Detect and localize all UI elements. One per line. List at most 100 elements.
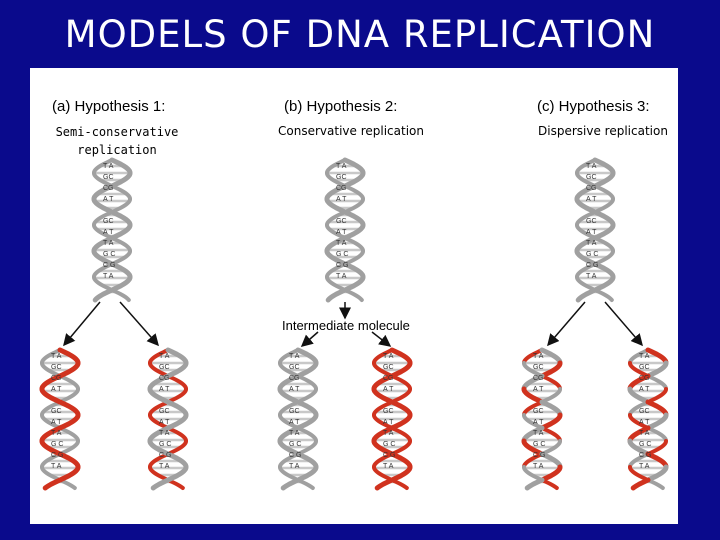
svg-text:A T: A T [103, 229, 114, 236]
svg-text:A T: A T [51, 419, 62, 426]
svg-text:CG: CG [336, 185, 347, 192]
svg-text:T A: T A [336, 240, 347, 247]
hypothesis-2-subtitle: Conservative replication [262, 122, 440, 140]
intermediate-molecule-label: Intermediate molecule [282, 318, 410, 333]
hypothesis-3-heading: (c) Hypothesis 3: [537, 98, 650, 115]
svg-text:A T: A T [336, 196, 347, 203]
svg-text:GC: GC [586, 174, 597, 181]
svg-text:GC: GC [159, 364, 170, 371]
svg-text:CG: CG [383, 375, 394, 382]
svg-text:CG: CG [103, 185, 114, 192]
svg-text:GC: GC [383, 364, 394, 371]
svg-text:GC: GC [289, 408, 300, 415]
svg-text:T A: T A [289, 430, 300, 437]
svg-text:T A: T A [383, 353, 394, 360]
svg-text:A T: A T [586, 229, 597, 236]
arrow-3-right [605, 302, 642, 345]
svg-text:A T: A T [383, 419, 394, 426]
svg-text:T A: T A [586, 273, 597, 280]
svg-text:T A: T A [586, 240, 597, 247]
svg-text:GC: GC [103, 174, 114, 181]
svg-text:G C: G C [586, 251, 598, 258]
svg-text:T A: T A [383, 463, 394, 470]
svg-text:GC: GC [639, 364, 650, 371]
svg-text:GC: GC [51, 364, 62, 371]
svg-text:GC: GC [103, 218, 114, 225]
svg-text:C G: C G [639, 452, 651, 459]
svg-text:GC: GC [159, 408, 170, 415]
hypothesis-1-heading: (a) Hypothesis 1: [52, 98, 165, 115]
arrow-3-left [548, 302, 585, 345]
svg-text:T A: T A [159, 463, 170, 470]
svg-text:T A: T A [103, 240, 114, 247]
svg-text:CG: CG [289, 375, 300, 382]
svg-text:T A: T A [159, 353, 170, 360]
svg-text:T A: T A [103, 163, 114, 170]
svg-text:A T: A T [639, 386, 650, 393]
svg-text:C G: C G [159, 452, 171, 459]
svg-text:T A: T A [103, 273, 114, 280]
svg-text:G C: G C [289, 441, 301, 448]
svg-text:T A: T A [336, 163, 347, 170]
svg-text:GC: GC [336, 174, 347, 181]
svg-text:GC: GC [533, 364, 544, 371]
svg-text:A T: A T [639, 419, 650, 426]
arrow-1-right [120, 302, 158, 345]
arrow-1-left [64, 302, 100, 345]
svg-text:GC: GC [383, 408, 394, 415]
svg-text:T A: T A [51, 430, 62, 437]
arrow-2-left [302, 332, 318, 346]
svg-text:T A: T A [159, 430, 170, 437]
svg-text:CG: CG [159, 375, 170, 382]
svg-text:T A: T A [289, 463, 300, 470]
svg-text:C G: C G [586, 262, 598, 269]
svg-text:T A: T A [51, 463, 62, 470]
svg-text:A T: A T [533, 386, 544, 393]
svg-text:T A: T A [639, 430, 650, 437]
svg-text:C G: C G [289, 452, 301, 459]
svg-text:A T: A T [159, 419, 170, 426]
svg-text:GC: GC [586, 218, 597, 225]
daughter-1b: T A GC CG A T GC A T T A G C C G T A [150, 350, 186, 488]
svg-text:T A: T A [533, 353, 544, 360]
svg-text:CG: CG [586, 185, 597, 192]
svg-text:T A: T A [533, 463, 544, 470]
svg-text:GC: GC [336, 218, 347, 225]
svg-text:C G: C G [51, 452, 63, 459]
svg-text:C G: C G [336, 262, 348, 269]
svg-text:A T: A T [383, 386, 394, 393]
arrow-2-right [372, 332, 390, 346]
svg-text:GC: GC [51, 408, 62, 415]
svg-text:CG: CG [51, 375, 62, 382]
svg-text:GC: GC [289, 364, 300, 371]
svg-text:A T: A T [336, 229, 347, 236]
svg-text:GC: GC [533, 408, 544, 415]
svg-text:T A: T A [336, 273, 347, 280]
svg-text:C G: C G [533, 452, 545, 459]
svg-text:G C: G C [383, 441, 395, 448]
svg-text:G C: G C [533, 441, 545, 448]
svg-text:A T: A T [289, 419, 300, 426]
svg-text:CG: CG [533, 375, 544, 382]
svg-text:A T: A T [289, 386, 300, 393]
svg-text:G C: G C [103, 251, 115, 258]
svg-text:C G: C G [103, 262, 115, 269]
svg-text:T A: T A [383, 430, 394, 437]
svg-text:T A: T A [639, 353, 650, 360]
svg-text:G C: G C [639, 441, 651, 448]
svg-text:A T: A T [533, 419, 544, 426]
hypothesis-1-subtitle: Semi-conservative replication [48, 123, 186, 159]
svg-text:G C: G C [159, 441, 171, 448]
svg-text:C G: C G [383, 452, 395, 459]
daughter-2a: T A GC CG A T GC A T T A G C C G T A [280, 350, 316, 488]
svg-text:A T: A T [159, 386, 170, 393]
svg-text:T A: T A [289, 353, 300, 360]
svg-text:GC: GC [639, 408, 650, 415]
svg-text:T A: T A [586, 163, 597, 170]
svg-text:CG: CG [639, 375, 650, 382]
